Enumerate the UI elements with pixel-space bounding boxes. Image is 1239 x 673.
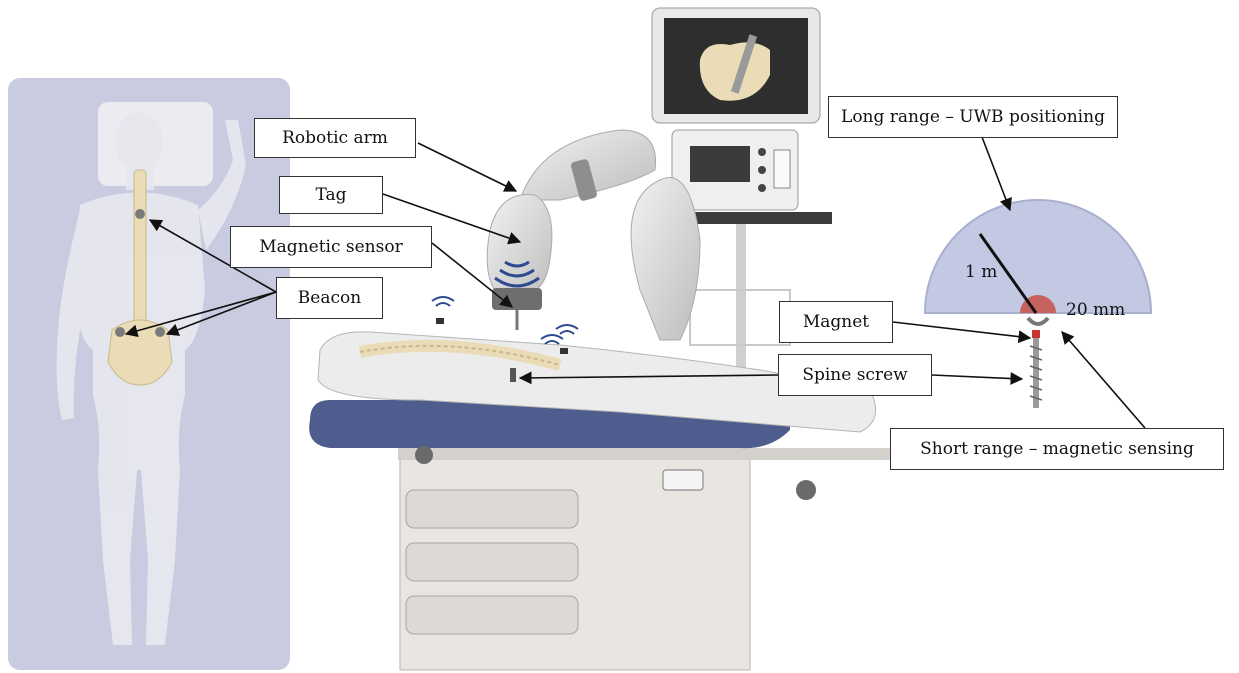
- label-magnet: Magnet: [779, 301, 893, 343]
- label-spine-screw: Spine screw: [778, 354, 932, 396]
- beacon-dot-left: [115, 327, 125, 337]
- label-robotic-arm: Robotic arm: [254, 118, 416, 158]
- label-magnetic-sensor: Magnetic sensor: [230, 226, 432, 268]
- spine-screw-icon: [1028, 318, 1048, 408]
- short-radius-label: 20 mm: [1066, 300, 1125, 320]
- back-view-panel: [8, 78, 290, 670]
- beacon-dot-upper: [135, 209, 145, 219]
- arrow-robotic-arm: [418, 143, 516, 191]
- arrow-spine-screw-detail: [932, 375, 1022, 379]
- arrow-magnet: [893, 322, 1030, 338]
- arrow-long-range: [982, 137, 1010, 210]
- label-beacon: Beacon: [276, 277, 383, 319]
- long-radius-label: 1 m: [965, 262, 997, 282]
- robotic-arm-icon: [487, 130, 700, 340]
- arrow-short-range: [1062, 332, 1145, 428]
- range-diagram: [925, 200, 1151, 313]
- surgical-table-icon: [309, 400, 918, 670]
- label-tag: Tag: [279, 176, 383, 214]
- beacon-dot-right: [155, 327, 165, 337]
- label-long-range: Long range – UWB positioning: [828, 96, 1118, 138]
- label-short-range: Short range – magnetic sensing: [890, 428, 1224, 470]
